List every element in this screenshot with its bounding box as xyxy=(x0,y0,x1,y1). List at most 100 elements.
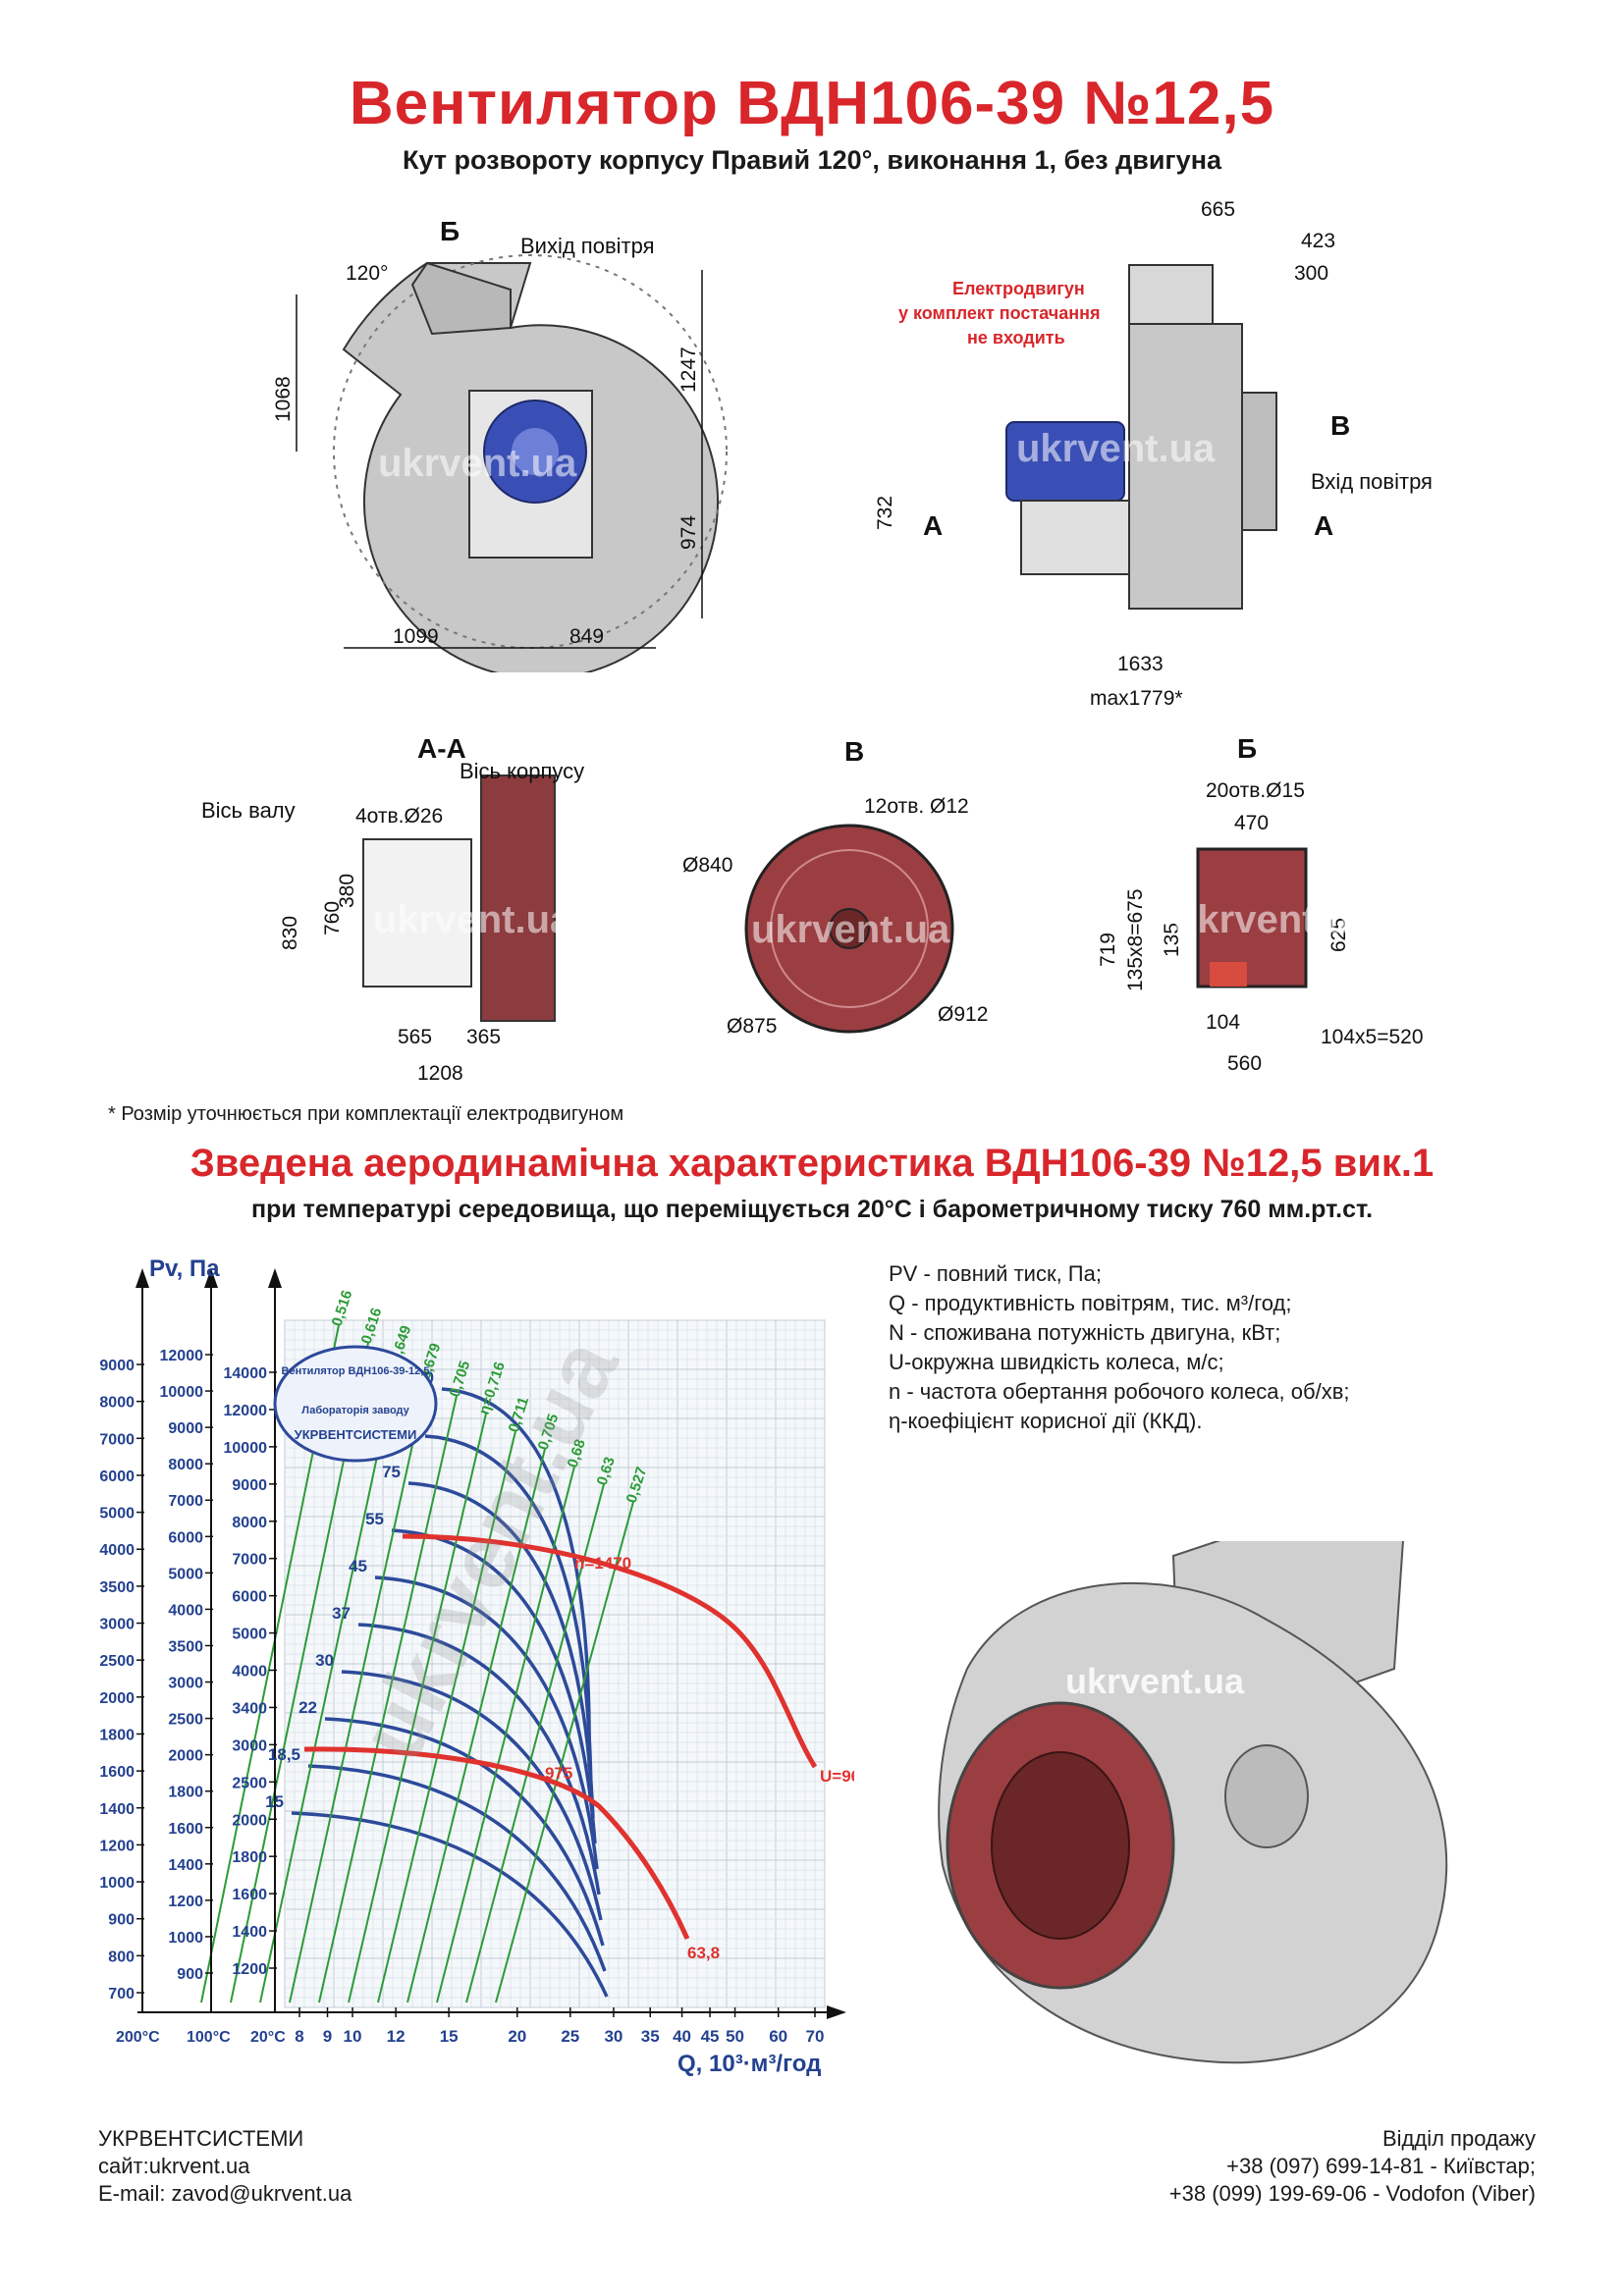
y-tick-label-100c: 2500 xyxy=(168,1712,203,1729)
power-curve xyxy=(307,1764,607,1972)
front-view-drawing: Б Вихід повітря 120° 1068 1247 974 1099 … xyxy=(272,216,728,672)
y-tick-label-20c: 6000 xyxy=(232,1589,267,1606)
dim-300: 300 xyxy=(1294,262,1328,285)
view-v-title: В xyxy=(844,736,864,767)
lab-badge xyxy=(273,1345,438,1463)
dim-719: 719 xyxy=(1097,933,1119,967)
phone-2[interactable]: +38 (099) 199-69-06 - Vodofon (Viber) xyxy=(1168,2181,1536,2206)
dim-365: 365 xyxy=(466,1026,501,1048)
y-tick-label-20c: 5000 xyxy=(232,1627,267,1643)
x-tick-label: 30 xyxy=(604,2027,623,2046)
site-link[interactable]: сайт:ukrvent.ua xyxy=(98,2154,250,2178)
y-tick-label-100c: 12000 xyxy=(160,1348,204,1364)
x-tick-label: 70 xyxy=(806,2027,825,2046)
power-label: 18,5 xyxy=(268,1745,300,1764)
y-tick-label-20c: 1400 xyxy=(232,1924,267,1941)
badge-text: Вентилятор ВДН106-39-12,5 xyxy=(282,1365,430,1377)
view-b-label: Б xyxy=(440,216,460,246)
casing-flange xyxy=(333,254,728,649)
y-tick-label-100c: 2000 xyxy=(168,1748,203,1765)
dim-849: 849 xyxy=(569,625,604,648)
air-outlet-label: Вихід повітря xyxy=(520,234,655,258)
legend-item: η-коефіцієнт корисної дії (ККД). xyxy=(889,1409,1203,1433)
y-tick-label-20c: 3400 xyxy=(232,1700,267,1717)
dim-max1779: max1779* xyxy=(1090,687,1183,710)
company-name: УКРВЕНТСИСТЕМИ xyxy=(98,2126,304,2151)
legend-item: PV - повний тиск, Па; xyxy=(889,1261,1102,1286)
power-curve xyxy=(357,1623,601,1896)
efficiency-line xyxy=(465,1483,605,2003)
y-tick-label-100c: 1200 xyxy=(168,1894,203,1910)
legend-item: U-окружна швидкість колеса, м/с; xyxy=(889,1350,1224,1374)
y-tick-label-100c: 1800 xyxy=(168,1785,203,1801)
speed-curve-label: 975 xyxy=(545,1764,572,1783)
power-label: 15 xyxy=(265,1792,284,1811)
section-aa-title: А-А xyxy=(417,733,466,764)
x-tick-label: 15 xyxy=(440,2027,459,2046)
dim-423: 423 xyxy=(1301,230,1335,252)
axis-shaft-label: Вісь валу xyxy=(201,798,296,823)
section-a-mark: А xyxy=(923,510,943,541)
x-tick-label: 50 xyxy=(726,2027,744,2046)
y-tick-label-20c: 4000 xyxy=(232,1664,267,1681)
axis-arrow xyxy=(268,1268,282,1288)
y-tick-label-200c: 2500 xyxy=(99,1653,135,1670)
dim-135x8: 135х8=675 xyxy=(1124,888,1147,991)
dim-104x5: 104х5=520 xyxy=(1321,1026,1424,1048)
efficiency-line xyxy=(259,1360,399,2003)
chart-subheading: при температурі середовища, що переміщує… xyxy=(250,1196,1374,1223)
view-v-label: В xyxy=(1330,410,1350,441)
inlet-collar xyxy=(1241,392,1277,531)
y-tick-label-200c: 700 xyxy=(108,1986,135,2002)
power-curve xyxy=(424,1434,593,1793)
axis-arrow xyxy=(135,1268,149,1288)
y-tick-label-200c: 1800 xyxy=(99,1727,135,1743)
watermark: ukrvent.ua xyxy=(1016,427,1216,470)
dim-732: 732 xyxy=(874,496,896,530)
render-watermark: ukrvent.ua xyxy=(1065,1661,1245,1701)
outlet-duct xyxy=(410,261,512,336)
phone-1[interactable]: +38 (097) 699-14-81 - Київстар; xyxy=(1226,2154,1536,2178)
speed-curve-end-label: 63,8 xyxy=(687,1944,720,1962)
side-view-drawing: Електродвигун у комплект постачання не в… xyxy=(874,198,1433,710)
chart-labels: Pv, Па9000800070006000500040003500300025… xyxy=(99,1255,854,2077)
axis-arrow xyxy=(827,2005,846,2019)
speed-curves xyxy=(303,1533,818,1941)
x-tick-label: 10 xyxy=(344,2027,362,2046)
x-tick-label: 20 xyxy=(508,2027,526,2046)
dim-974: 974 xyxy=(677,515,700,550)
watermark: ukrvent.ua xyxy=(378,442,577,485)
temperature-label: 100°С xyxy=(187,2029,231,2046)
view-b-title: Б xyxy=(1237,733,1257,764)
angle-label: 120° xyxy=(346,262,388,285)
y-tick-label-200c: 7000 xyxy=(99,1431,135,1448)
base-frame xyxy=(362,838,472,988)
page-subtitle: Кут розвороту корпусу Правий 120°, викон… xyxy=(402,145,1222,175)
efficiency-line xyxy=(348,1413,487,2003)
dim-1633: 1633 xyxy=(1117,653,1164,675)
dim-760: 760 xyxy=(321,901,344,935)
y-tick-label-20c: 14000 xyxy=(224,1365,268,1382)
email-link[interactable]: E-mail: zavod@ukrvent.ua xyxy=(98,2181,352,2206)
power-curve xyxy=(291,1811,609,1998)
y-tick-label-200c: 900 xyxy=(108,1912,135,1929)
y-tick-label-20c: 8000 xyxy=(232,1515,267,1531)
power-label: 55 xyxy=(365,1510,384,1528)
power-label: 30 xyxy=(315,1651,334,1670)
y-tick-label-200c: 4000 xyxy=(99,1542,135,1559)
dim-830: 830 xyxy=(279,916,301,950)
dim-380: 380 xyxy=(336,874,358,908)
axis-arrow xyxy=(204,1268,218,1288)
watermark: ukrvent.ua xyxy=(751,908,950,951)
legend-item: n - частота обертання робочого колеса, о… xyxy=(889,1379,1350,1404)
holes-label: 12отв. Ø12 xyxy=(864,795,969,818)
y-tick-label-100c: 10000 xyxy=(160,1384,204,1401)
y-tick-label-20c: 2000 xyxy=(232,1812,267,1829)
dim-1247: 1247 xyxy=(677,347,700,393)
y-tick-label-20c: 10000 xyxy=(224,1440,268,1457)
x-tick-label: 40 xyxy=(673,2027,691,2046)
y-tick-label-200c: 1400 xyxy=(99,1801,135,1818)
diameter-875: Ø875 xyxy=(727,1015,777,1038)
section-aa-drawing: А-А Вісь корпусу Вісь валу 4отв.Ø26 830 … xyxy=(201,733,584,1085)
watermark: ukrvent.ua xyxy=(373,898,572,941)
